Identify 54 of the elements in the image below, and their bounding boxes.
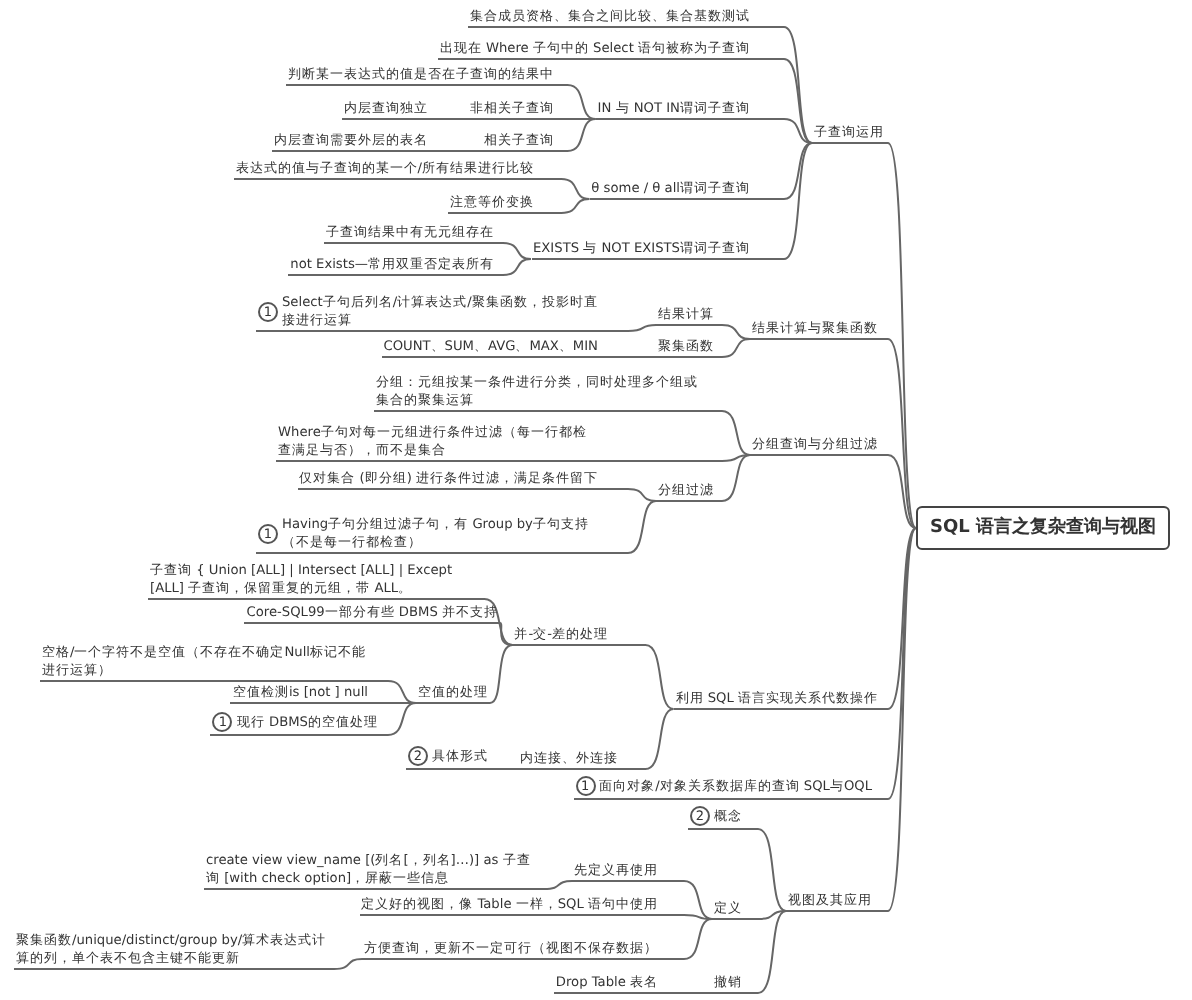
branch-line — [879, 527, 917, 710]
branch-line — [369, 680, 417, 704]
branch-line — [599, 500, 657, 554]
branch-line — [379, 702, 417, 736]
branch-line — [495, 242, 532, 260]
branch-line — [599, 454, 751, 462]
branch-line — [429, 118, 469, 120]
branch-line — [499, 622, 514, 646]
branch-line — [369, 702, 417, 704]
branch-line — [659, 914, 713, 920]
branch-line — [751, 26, 813, 144]
branch-line — [873, 527, 917, 912]
branch-line — [659, 992, 713, 994]
branch-line — [715, 338, 751, 358]
topic-label — [406, 746, 490, 770]
branch-line — [495, 258, 532, 276]
branch-line — [555, 118, 597, 120]
branch-line — [599, 488, 657, 502]
branch-line — [879, 338, 917, 529]
branch-line — [489, 644, 514, 704]
branch-line — [599, 324, 657, 332]
branch-line — [743, 910, 787, 920]
branch-line — [555, 118, 597, 152]
topic-label — [573, 776, 874, 800]
branch-line — [535, 198, 591, 214]
branch-line — [659, 880, 713, 920]
topic-label — [256, 516, 600, 554]
topic-label — [256, 294, 600, 332]
branch-line — [489, 768, 519, 770]
branch-line — [703, 410, 751, 456]
branch-line — [659, 918, 713, 960]
branch-line — [751, 118, 813, 144]
branch-line — [743, 910, 787, 994]
branch-line — [609, 644, 675, 710]
branch-line — [885, 142, 917, 529]
topic-label — [210, 712, 380, 736]
branch-line — [879, 454, 917, 529]
branch-line — [599, 356, 657, 358]
branch-line — [751, 142, 813, 260]
branch-line — [751, 142, 813, 200]
branch-line — [715, 324, 751, 340]
branch-line — [429, 150, 483, 152]
branch-line — [539, 880, 573, 890]
branch-line — [751, 58, 813, 144]
branch-line — [555, 84, 597, 120]
branch-line — [479, 598, 514, 646]
topic-label — [688, 806, 744, 830]
branch-line — [619, 708, 675, 770]
branch-line — [329, 958, 363, 970]
branch-line — [743, 828, 787, 912]
branch-line — [535, 178, 591, 200]
branch-line — [873, 527, 917, 800]
branch-line — [715, 454, 751, 502]
root-topic-box: SQL 语言之复杂查询与视图 — [916, 506, 1170, 550]
